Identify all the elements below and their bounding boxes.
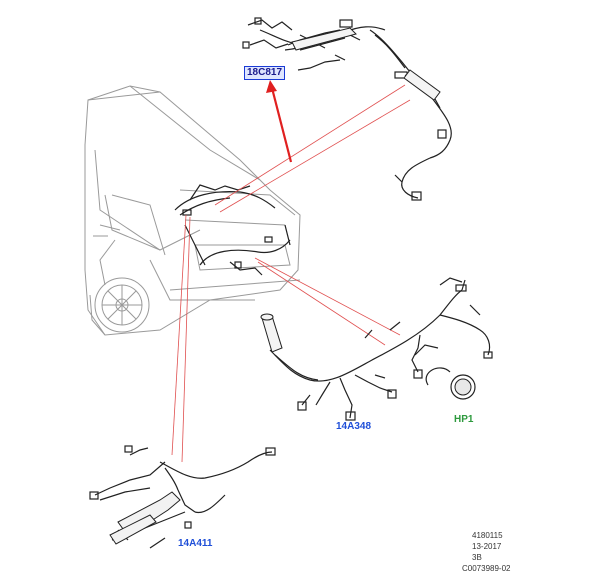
- callout-18C817: 18C817: [244, 66, 286, 80]
- vehicle-body: [84, 85, 301, 336]
- callout-HP1: HP1: [454, 414, 474, 425]
- tailgate-harness-18C817: [242, 17, 452, 201]
- tailgate-wiring: [174, 184, 291, 276]
- reference-id: 4180115: [472, 531, 503, 540]
- rear-harness-sleeve: [260, 313, 283, 353]
- aux-harness-sleeve: [109, 491, 181, 545]
- reference-code: C0073989-02: [462, 564, 511, 573]
- reference-rev: 3B: [472, 553, 482, 562]
- rear-harness-14A348: [269, 277, 493, 421]
- leader-lines: [171, 84, 411, 463]
- harness-sleeve: [291, 27, 441, 101]
- reference-date: 13-2017: [472, 542, 502, 551]
- callout-14A411: 14A411: [178, 538, 213, 549]
- callout-14A348: 14A348: [336, 421, 372, 432]
- arrow-18C817: [266, 80, 293, 163]
- horn-HP1: [425, 367, 476, 400]
- aux-harness-14A411: [89, 445, 276, 549]
